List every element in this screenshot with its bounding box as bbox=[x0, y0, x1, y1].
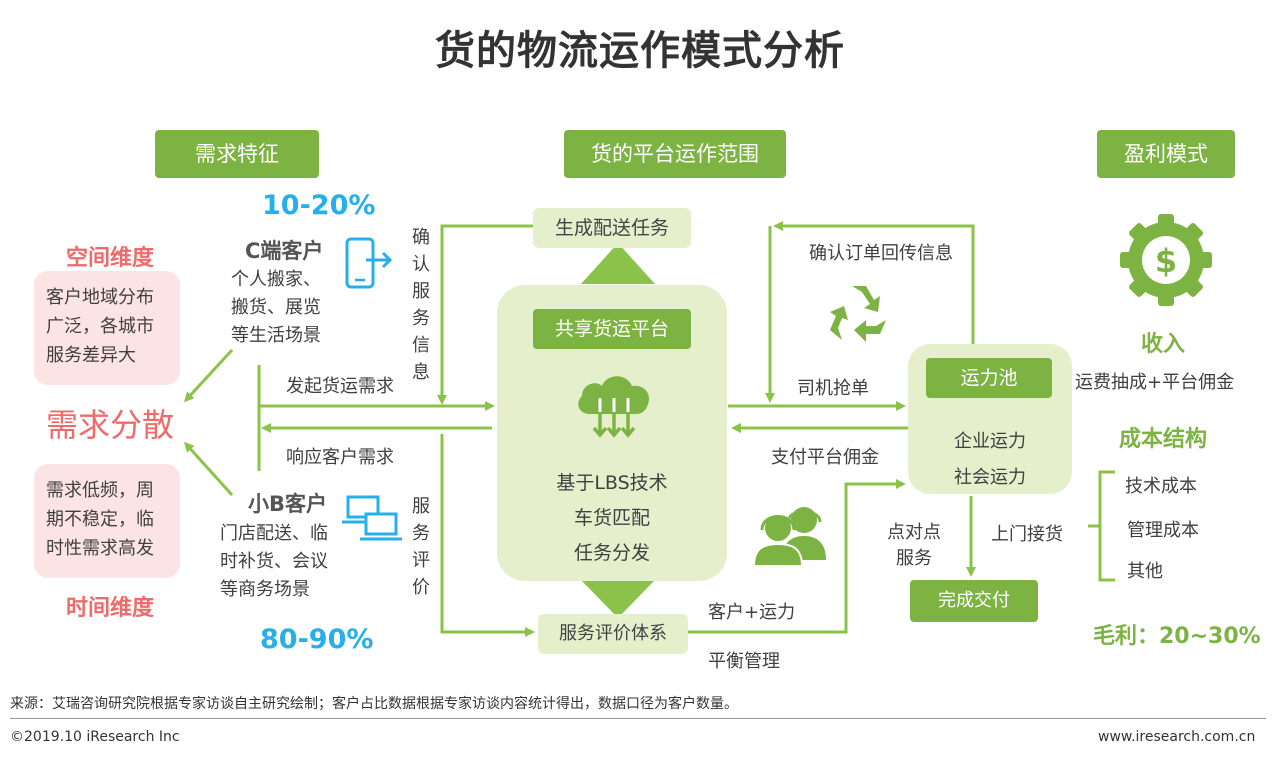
platform-feature: 任务分发 bbox=[573, 542, 650, 564]
b-customer-line: 时补货、会议 bbox=[220, 551, 328, 572]
recycle-icon bbox=[830, 286, 886, 342]
space-dimension-box: 客户地域分布 广泛，各城市 服务差异大 bbox=[34, 271, 180, 385]
p2p-service-label: 点对点服务 bbox=[887, 522, 941, 569]
b-customer-line: 等商务场景 bbox=[220, 579, 310, 600]
time-dimension-label: 时间维度 bbox=[65, 596, 154, 621]
pay-commission-label: 支付平台佣金 bbox=[771, 447, 879, 468]
b-customer-line: 门店配送、临 bbox=[220, 523, 328, 544]
time-line: 需求低频，周 bbox=[46, 480, 154, 501]
initiate-demand-label: 发起货运需求 bbox=[286, 376, 394, 397]
time-line: 期不稳定，临 bbox=[46, 509, 154, 530]
complete-delivery-box: 完成交付 bbox=[910, 580, 1038, 622]
b-customer-desc: 门店配送、临 时补货、会议 等商务场景 bbox=[220, 520, 328, 604]
customer-service-icon bbox=[752, 507, 826, 567]
confirm-service-info-label: 确认服务信息 bbox=[412, 227, 430, 383]
capacity-pool-name: 运力池 bbox=[926, 358, 1052, 398]
c-customer-percentage: 10-20% bbox=[262, 190, 376, 221]
door-pickup-label: 上门接货 bbox=[991, 524, 1063, 545]
space-line: 广泛，各城市 bbox=[46, 316, 154, 337]
space-line: 客户地域分布 bbox=[46, 287, 154, 308]
c-customer-line: 个人搬家、 bbox=[231, 269, 321, 290]
capacity-type: 社会运力 bbox=[954, 467, 1026, 488]
service-evaluation-system-box: 服务评价体系 bbox=[538, 614, 688, 654]
source-note: 来源：艾瑞咨询研究院根据专家访谈自主研究绘制；客户占比数据根据专家访谈内容统计得… bbox=[10, 696, 738, 712]
money-gear-icon: $ bbox=[1120, 214, 1212, 306]
cost-item-tech: 技术成本 bbox=[1125, 476, 1197, 497]
platform-feature: 车货匹配 bbox=[573, 507, 650, 529]
time-dimension-box: 需求低频，周 期不稳定，临 时性需求高发 bbox=[34, 464, 180, 578]
time-line: 时性需求高发 bbox=[46, 538, 154, 559]
platform-features: 基于LBS技术 车货匹配 任务分发 bbox=[497, 466, 727, 571]
cost-item-management: 管理成本 bbox=[1127, 520, 1199, 541]
header-profit: 盈利模式 bbox=[1097, 130, 1235, 178]
c-customer-line: 等生活场景 bbox=[231, 325, 321, 346]
cloud-download-icon bbox=[578, 376, 650, 438]
capacity-types: 企业运力 社会运力 bbox=[908, 424, 1072, 496]
capacity-type: 企业运力 bbox=[954, 431, 1026, 452]
income-description: 运费抽成+平台佣金 bbox=[1075, 372, 1235, 393]
website: www.iresearch.com.cn bbox=[1098, 729, 1256, 745]
header-scope: 货的平台运作范围 bbox=[564, 130, 786, 178]
service-evaluation-label: 服务评价 bbox=[412, 496, 430, 598]
respond-demand-label: 响应客户需求 bbox=[286, 447, 394, 468]
income-label: 收入 bbox=[1140, 332, 1185, 357]
c-customer-name: C端客户 bbox=[245, 239, 324, 263]
space-dimension-label: 空间维度 bbox=[65, 246, 154, 271]
copyright: ©2019.10 iResearch Inc bbox=[10, 729, 180, 745]
driver-grab-label: 司机抢单 bbox=[797, 378, 869, 399]
laptops-icon bbox=[342, 495, 402, 541]
balance-management-label: 平衡管理 bbox=[708, 651, 780, 672]
page-title: 货的物流运作模式分析 bbox=[435, 28, 845, 74]
platform-feature: 基于LBS技术 bbox=[556, 472, 668, 494]
b-customer-percentage: 80-90% bbox=[260, 624, 374, 655]
space-line: 服务差异大 bbox=[46, 345, 136, 366]
generate-task-box: 生成配送任务 bbox=[533, 208, 691, 248]
platform-name: 共享货运平台 bbox=[533, 309, 691, 349]
gross-margin-label: 毛利：20~30% bbox=[1093, 624, 1261, 649]
confirm-order-label: 确认订单回传信息 bbox=[809, 243, 953, 264]
cost-item-other: 其他 bbox=[1127, 561, 1163, 582]
b-customer-name: 小B客户 bbox=[248, 492, 328, 516]
header-demand: 需求特征 bbox=[155, 130, 319, 178]
smartphone-icon bbox=[345, 237, 393, 289]
customer-capacity-label: 客户+运力 bbox=[708, 602, 796, 623]
demand-dispersed-label: 需求分散 bbox=[45, 406, 174, 444]
c-customer-desc: 个人搬家、 搬货、展览 等生活场景 bbox=[231, 266, 321, 350]
c-customer-line: 搬货、展览 bbox=[231, 297, 321, 318]
footer-divider bbox=[10, 718, 1266, 719]
svg-text:$: $ bbox=[1155, 242, 1177, 280]
cost-structure-label: 成本结构 bbox=[1119, 427, 1208, 452]
